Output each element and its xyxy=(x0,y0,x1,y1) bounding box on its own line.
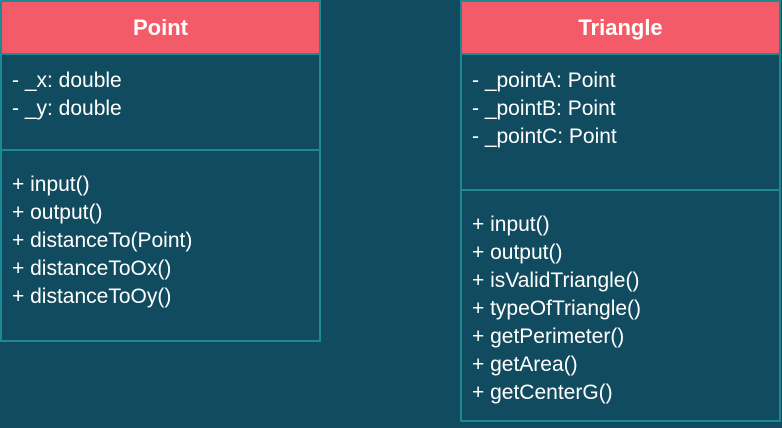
triangle-method-output: + output() xyxy=(472,241,563,264)
triangle-method-is-valid: + isValidTriangle() xyxy=(472,269,640,292)
triangle-attribute-point-a: - _pointA: Point xyxy=(472,69,616,92)
triangle-method-get-perimeter: + getPerimeter() xyxy=(472,325,625,348)
point-class-title: Point xyxy=(2,2,319,55)
point-attributes-section: - _x: double - _y: double xyxy=(2,55,319,151)
point-attribute-x: - _x: double xyxy=(12,69,122,92)
point-method-output: + output() xyxy=(12,201,103,224)
triangle-class-title: Triangle xyxy=(462,2,779,55)
triangle-attribute-point-c: - _pointC: Point xyxy=(472,125,617,148)
triangle-method-type-of: + typeOfTriangle() xyxy=(472,297,642,320)
triangle-attributes-section: - _pointA: Point - _pointB: Point - _poi… xyxy=(462,55,779,191)
triangle-class-box: Triangle - _pointA: Point - _pointB: Poi… xyxy=(460,0,781,422)
point-method-distance-to-oy: + distanceToOy() xyxy=(12,285,172,308)
triangle-method-input: + input() xyxy=(472,213,550,236)
point-methods-section: + input() + output() + distanceTo(Point)… xyxy=(2,151,319,311)
triangle-attribute-point-b: - _pointB: Point xyxy=(472,97,616,120)
point-class-box: Point - _x: double - _y: double + input(… xyxy=(0,0,321,342)
triangle-method-get-center-g: + getCenterG() xyxy=(472,381,613,404)
point-method-distance-to: + distanceTo(Point) xyxy=(12,229,193,252)
point-attribute-y: - _y: double xyxy=(12,97,122,120)
point-method-distance-to-ox: + distanceToOx() xyxy=(12,257,172,280)
point-method-input: + input() xyxy=(12,173,90,196)
triangle-methods-section: + input() + output() + isValidTriangle()… xyxy=(462,191,779,407)
triangle-method-get-area: + getArea() xyxy=(472,353,578,376)
